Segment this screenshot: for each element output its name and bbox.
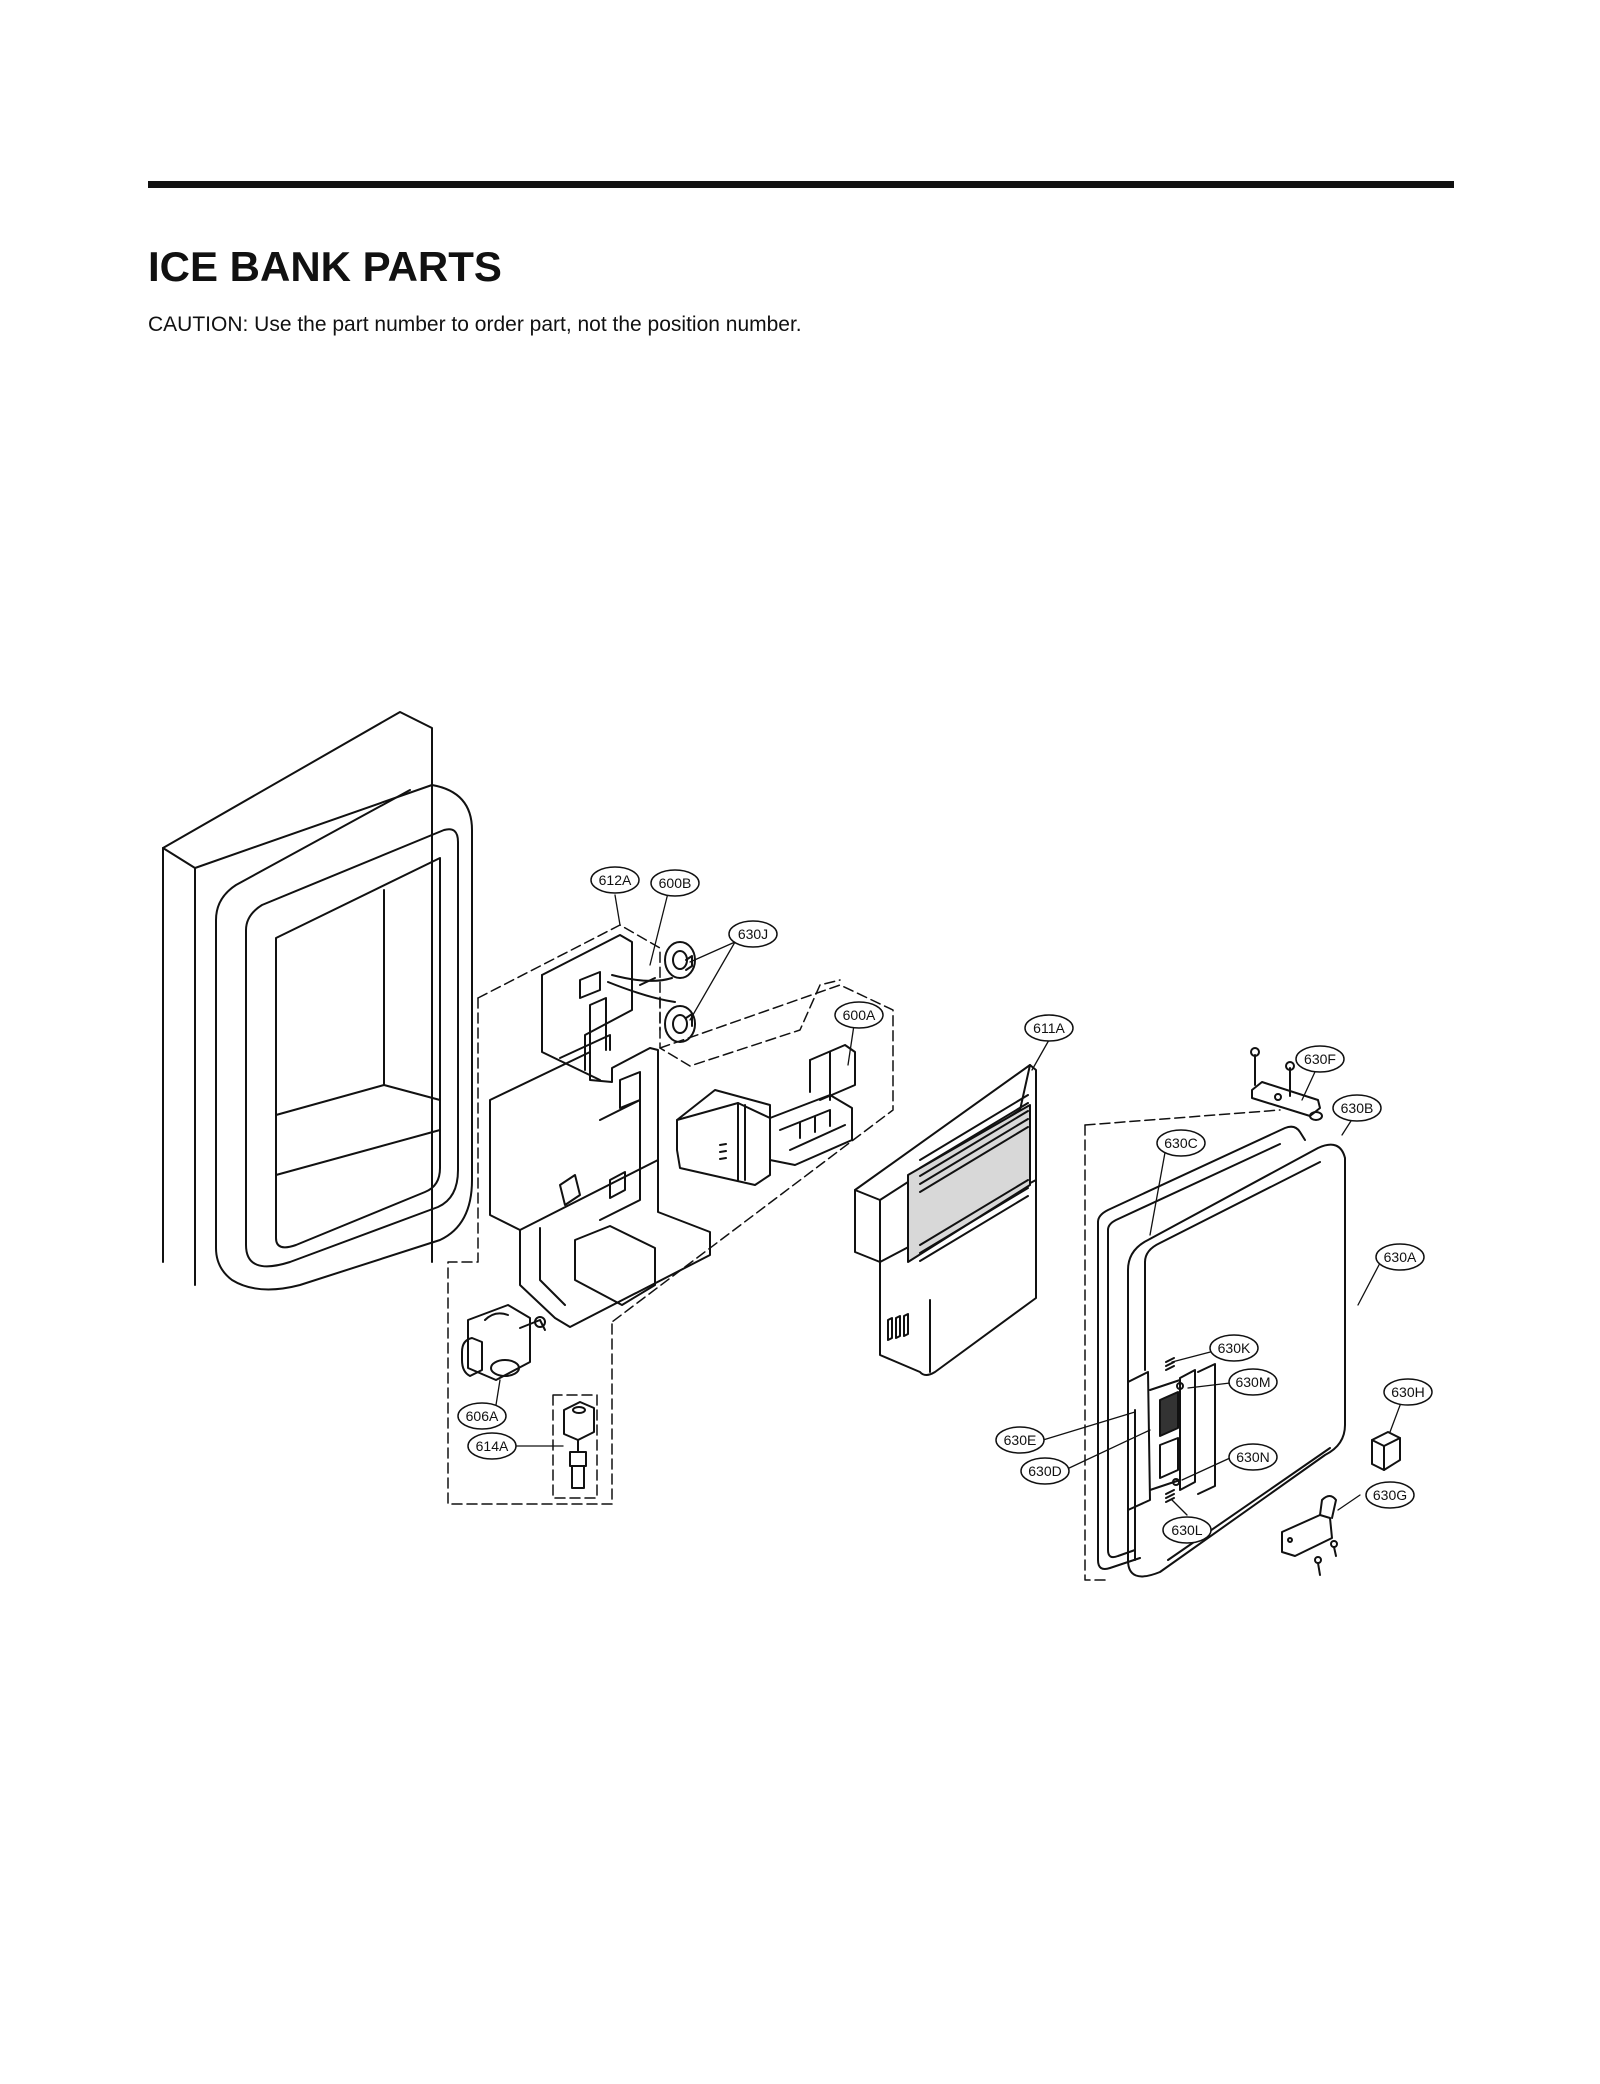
callout-600B (650, 869, 700, 897)
callout-614A (467, 1432, 517, 1460)
label-630D: 630D (1028, 1463, 1061, 1479)
label-612A: 612A (599, 872, 632, 888)
ice-bank-housing (447, 924, 711, 1505)
page-title: ICE BANK PARTS (148, 243, 502, 290)
upper-hinge (1250, 1047, 1323, 1121)
callout-630M (1228, 1368, 1278, 1396)
callout-630F (1295, 1045, 1345, 1073)
callout-606A (457, 1402, 507, 1430)
callout-630G (1365, 1481, 1415, 1509)
callout-630C (1156, 1129, 1206, 1157)
ice-bin-cover (854, 1064, 1037, 1376)
label-600A: 600A (843, 1007, 876, 1023)
label-630C: 630C (1164, 1135, 1197, 1151)
label-630E: 630E (1004, 1432, 1037, 1448)
caution-note: CAUTION: Use the part number to order pa… (148, 313, 802, 336)
label-630L: 630L (1171, 1522, 1202, 1538)
callout-630L (1162, 1516, 1212, 1544)
label-611A: 611A (1033, 1020, 1065, 1036)
auger-motor (461, 1304, 546, 1381)
label-606A: 606A (466, 1408, 499, 1424)
label-630J: 630J (738, 926, 768, 942)
callout-630A (1375, 1243, 1425, 1271)
label-614A: 614A (476, 1438, 509, 1454)
label-630B: 630B (1341, 1100, 1374, 1116)
lower-hinge (1281, 1495, 1338, 1576)
cap-630H (1371, 1431, 1401, 1471)
label-630G: 630G (1373, 1487, 1407, 1503)
callout-630E (995, 1426, 1045, 1454)
callout-630J (728, 920, 778, 948)
label-630K: 630K (1218, 1340, 1251, 1356)
header-rule (148, 181, 1454, 188)
label-630M: 630M (1235, 1374, 1270, 1390)
callout-630H (1383, 1378, 1433, 1406)
label-630A: 630A (1384, 1249, 1417, 1265)
callout-612A (590, 866, 640, 894)
ice-door-assembly (1084, 1109, 1346, 1581)
label-630F: 630F (1304, 1051, 1336, 1067)
callout-630D (1020, 1457, 1070, 1485)
label-630H: 630H (1391, 1384, 1424, 1400)
callout-600A (834, 1001, 884, 1029)
callout-630N (1228, 1443, 1278, 1471)
label-630N: 630N (1236, 1449, 1269, 1465)
label-600B: 600B (659, 875, 692, 891)
door-panel (162, 711, 473, 1291)
callout-630B (1332, 1094, 1382, 1122)
connector-630J (659, 941, 841, 1067)
callout-630K (1209, 1334, 1259, 1362)
callout-611A (1024, 1014, 1074, 1042)
water-valve (552, 1394, 598, 1499)
ice-maker (611, 984, 894, 1323)
